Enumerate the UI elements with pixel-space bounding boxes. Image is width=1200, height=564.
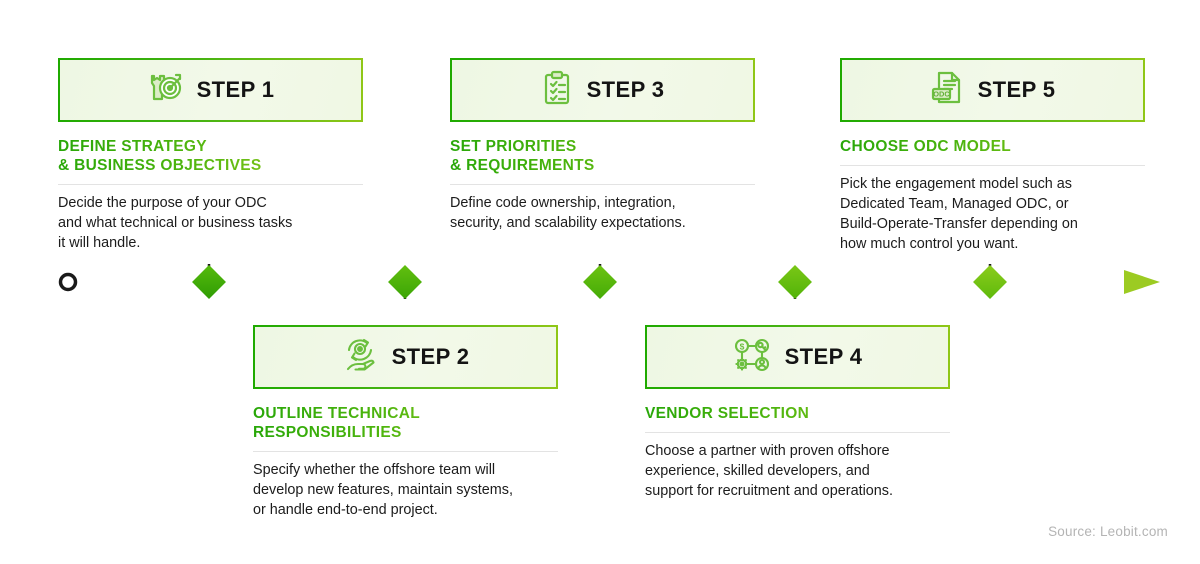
step-body: Decide the purpose of your ODC and what …	[58, 195, 293, 252]
step-card-label: STEP 4	[784, 344, 863, 369]
svg-text:ODC: ODC	[933, 89, 950, 98]
step-body: Pick the engagement model such as Dedica…	[840, 176, 1078, 252]
step-headline: DEFINE STRATEGY & BUSINESS OBJECTIVES	[58, 137, 363, 175]
timeline-marker-5	[973, 262, 1007, 299]
step-divider	[450, 184, 755, 186]
step-body: Choose a partner with proven offshore ex…	[645, 443, 893, 499]
step-card-1[interactable]: STEP 1	[58, 58, 363, 122]
step-divider	[645, 432, 950, 434]
odc-document-icon: ODC	[930, 70, 964, 111]
timeline-start-circle-icon	[58, 272, 78, 292]
step-body: Specify whether the offshore team will d…	[253, 462, 513, 519]
timeline-marker-1	[192, 262, 226, 299]
step-divider	[840, 165, 1145, 167]
timeline-diamond-icon	[778, 265, 812, 299]
clipboard-checklist-icon	[541, 70, 573, 111]
step-card-5[interactable]: ODC STEP 5	[840, 58, 1145, 122]
step-card-2[interactable]: STEP 2	[253, 325, 558, 389]
timeline-axis	[58, 262, 1160, 302]
step-card-label: STEP 5	[977, 77, 1056, 102]
gear-in-hand-icon	[342, 336, 378, 379]
step-card-label: STEP 2	[391, 344, 470, 369]
timeline-arrowhead-icon	[1124, 270, 1160, 294]
step-headline: OUTLINE TECHNICAL RESPONSIBILITIES	[253, 404, 558, 442]
timeline-diamond-icon	[583, 265, 617, 299]
step-card-4[interactable]: $ STEP 4	[645, 325, 950, 389]
step-block-5: ODC STEP 5 CHOOSE ODC MODEL Pick the eng…	[840, 58, 1145, 255]
timeline-diamond-icon	[388, 265, 422, 299]
step-divider	[58, 184, 363, 186]
timeline-marker-4	[778, 265, 812, 302]
step-divider	[253, 451, 558, 453]
step-block-3: STEP 3 SET PRIORITIES & REQUIREMENTS Def…	[450, 58, 755, 234]
step-headline: SET PRIORITIES & REQUIREMENTS	[450, 137, 755, 175]
step-block-4: $ STEP 4 VENDOR SELECTION Choose a partn…	[645, 325, 950, 502]
svg-text:$: $	[739, 341, 744, 351]
step-body: Define code ownership, integration, secu…	[450, 195, 686, 232]
timeline-diamond-icon	[973, 265, 1007, 299]
step-card-3[interactable]: STEP 3	[450, 58, 755, 122]
timeline-diamond-icon	[192, 265, 226, 299]
step-headline: CHOOSE ODC MODEL	[840, 137, 1145, 156]
step-block-1: STEP 1 DEFINE STRATEGY & BUSINESS OBJECT…	[58, 58, 363, 254]
step-block-2: STEP 2 OUTLINE TECHNICAL RESPONSIBILITIE…	[253, 325, 558, 521]
strategy-target-rook-icon	[147, 71, 183, 110]
step-card-label: STEP 1	[196, 77, 275, 102]
source-note: Source: Leobit.com	[1048, 524, 1168, 539]
timeline-marker-3	[583, 262, 617, 299]
step-headline: VENDOR SELECTION	[645, 404, 950, 423]
timeline-marker-2	[388, 265, 422, 302]
step-card-label: STEP 3	[586, 77, 665, 102]
vendor-network-nodes-icon: $	[733, 337, 771, 378]
